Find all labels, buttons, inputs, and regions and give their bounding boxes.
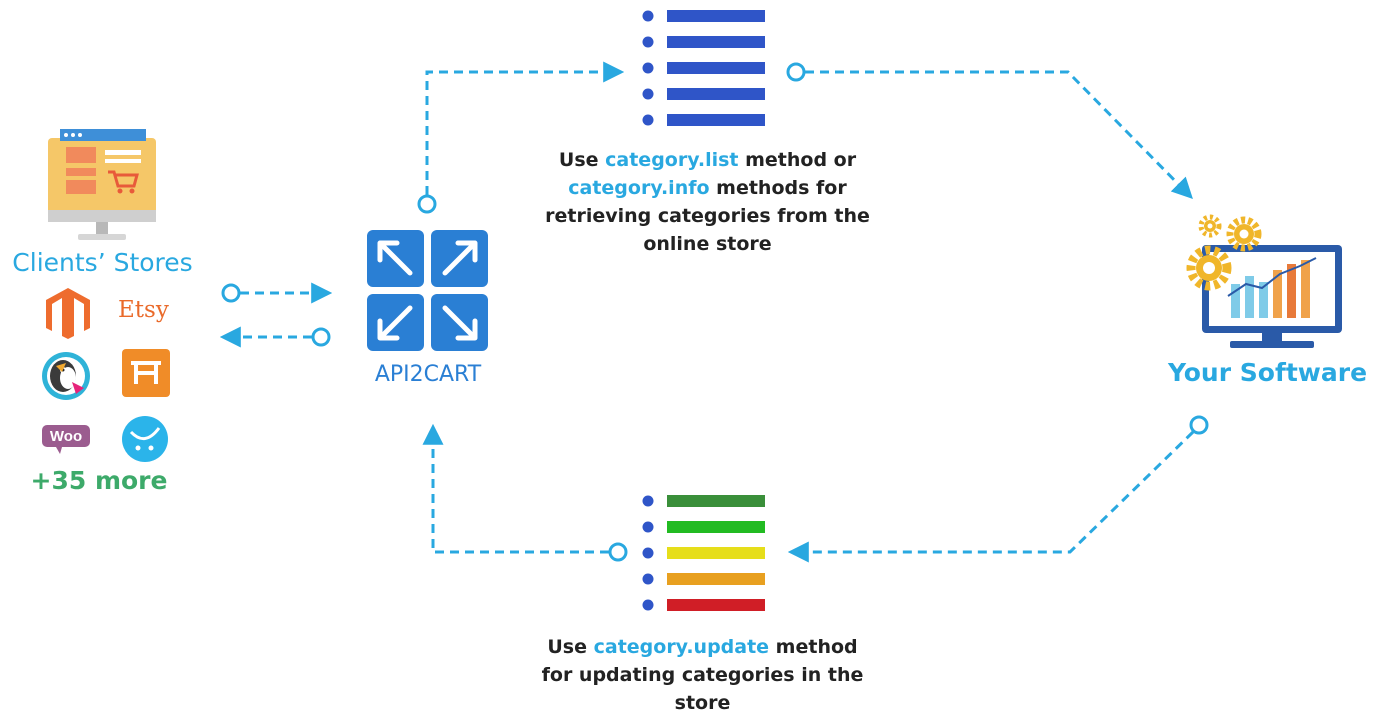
update-list-item-bullet [642, 599, 654, 611]
update-list-item-bullet [642, 547, 654, 559]
update-list-item-bar [667, 495, 765, 507]
update-list-item-bar [667, 573, 765, 585]
update-list-item-bullet [642, 495, 654, 507]
software-to-list-arrow [787, 415, 1209, 563]
list-item-bullet [642, 88, 654, 100]
update-list-item-bar [667, 547, 765, 559]
update-list-item-bullet [642, 521, 654, 533]
list-item-bullet [642, 114, 654, 126]
category-info-method: category.info [568, 177, 710, 199]
list-item-bar [667, 114, 765, 126]
list-item-bar [667, 10, 765, 22]
prestashop-icon [42, 352, 90, 400]
list-to-software-arrow [786, 62, 1193, 199]
svg-text:Woo: Woo [50, 428, 82, 445]
woocommerce-icon: Woo [42, 425, 90, 454]
list-item-bar [667, 88, 765, 100]
list-to-api-arrow [422, 423, 628, 562]
retrieve-categories-description: Use category.list method or category.inf… [545, 149, 870, 255]
store-monitor-icon [48, 129, 156, 240]
update-categories-description: Use category.update method for updating … [541, 636, 864, 714]
category-update-method: category.update [593, 636, 770, 658]
list-item-bar [667, 62, 765, 74]
api2cart-logo-icon [367, 230, 488, 351]
etsy-logo: Etsy [118, 297, 169, 323]
api2cart-label: API2CART [374, 362, 482, 387]
update-list-item-bullet [642, 573, 654, 585]
more-platforms-label: +35 more [30, 466, 168, 495]
update-list-item-bar [667, 599, 765, 611]
3dcart-icon [122, 349, 170, 397]
list-item-bullet [642, 36, 654, 48]
magento-icon [46, 288, 90, 339]
api-to-store-arrow [219, 326, 331, 348]
opencart-icon [122, 416, 168, 462]
store-to-api-arrow [221, 282, 333, 304]
list-item-bar [667, 36, 765, 48]
api-to-list-arrow [417, 61, 625, 214]
your-software-label: Your Software [1167, 358, 1368, 387]
list-item-bullet [642, 62, 654, 74]
update-list-item-bar [667, 521, 765, 533]
clients-stores-title: Clients’ Stores [12, 248, 193, 277]
software-monitor-icon [1202, 245, 1342, 348]
gears-icon [1186, 214, 1262, 291]
category-list-method: category.list [605, 149, 739, 171]
categories-list-icon [642, 10, 765, 126]
categories-update-list-icon [642, 495, 765, 611]
list-item-bullet [642, 10, 654, 22]
